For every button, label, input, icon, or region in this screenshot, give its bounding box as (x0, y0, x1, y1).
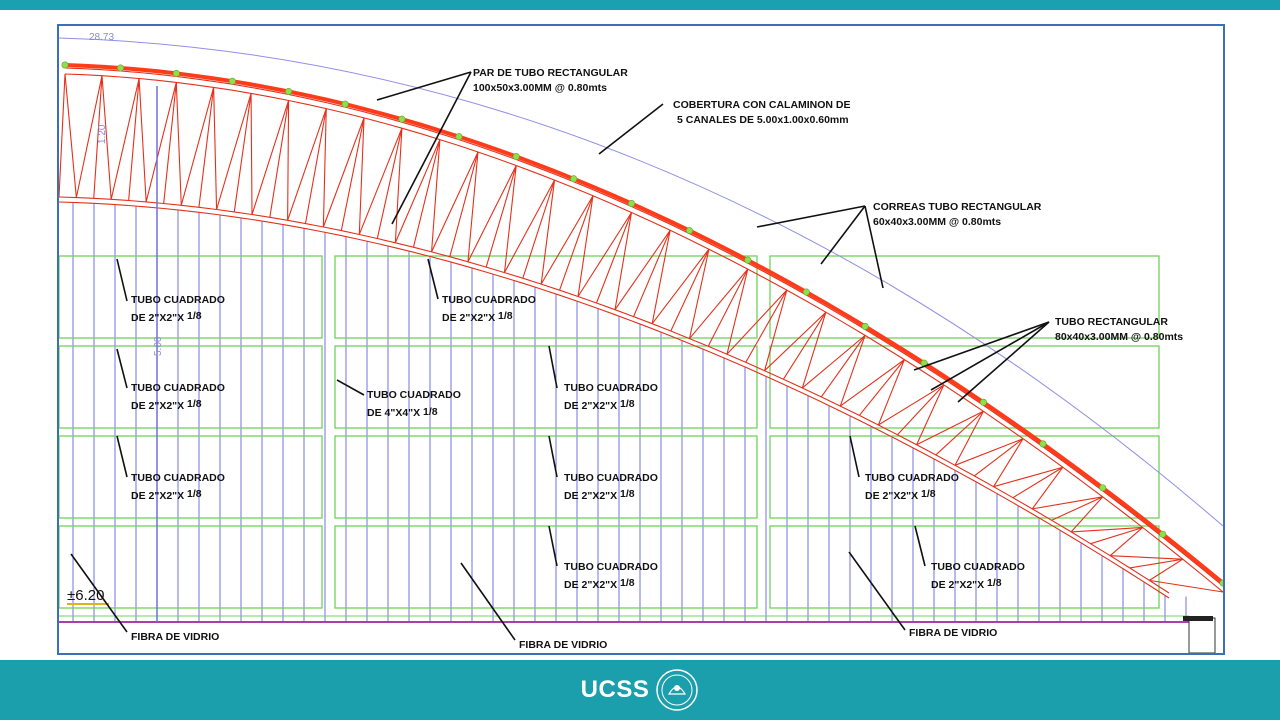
roof-cover-line (64, 63, 1223, 585)
top-band (0, 0, 1280, 10)
label-tubo-rect-2: 80x40x3.00MM @ 0.80mts (1055, 331, 1183, 343)
labels: PAR DE TUBO RECTANGULAR 100x50x3.00MM @ … (131, 67, 1183, 651)
svg-text:TUBO CUADRADO: TUBO CUADRADO (131, 472, 225, 484)
label-correas-2: 60x40x3.00MM @ 0.80mts (873, 216, 1001, 228)
label-tc-5: TUBO CUADRADO DE 2"X2"X 1/8 (564, 382, 658, 412)
footer-band: UCSS (0, 660, 1280, 720)
svg-text:1/8: 1/8 (187, 310, 202, 322)
support-cap (1183, 616, 1213, 621)
svg-text:1/8: 1/8 (423, 406, 438, 418)
ucss-logo: UCSS (581, 668, 700, 712)
svg-text:TUBO CUADRADO: TUBO CUADRADO (865, 472, 959, 484)
logo-text: UCSS (580, 676, 650, 703)
seal-icon (656, 669, 699, 711)
svg-text:DE 2"X2"X: DE 2"X2"X (564, 400, 617, 412)
svg-text:DE 2"X2"X: DE 2"X2"X (931, 579, 984, 591)
green-grid (59, 255, 1160, 609)
label-correas-1: CORREAS TUBO RECTANGULAR (873, 201, 1042, 213)
svg-text:TUBO CUADRADO: TUBO CUADRADO (564, 561, 658, 573)
svg-text:TUBO CUADRADO: TUBO CUADRADO (131, 382, 225, 394)
svg-text:1/8: 1/8 (620, 488, 635, 500)
label-par-tubo-2: 100x50x3.00MM @ 0.80mts (473, 82, 607, 94)
label-tc-8: TUBO CUADRADO DE 2"X2"X 1/8 (865, 472, 959, 502)
svg-text:DE 2"X2"X: DE 2"X2"X (564, 490, 617, 502)
outer-arc (59, 37, 1223, 527)
dim-truss-height: 1.20 (97, 124, 108, 144)
svg-text:TUBO CUADRADO: TUBO CUADRADO (131, 294, 225, 306)
label-tc-6: TUBO CUADRADO DE 2"X2"X 1/8 (131, 472, 225, 502)
blue-grid (72, 202, 1187, 622)
cad-drawing: 28.73 1.20 5.00 ±6.20 (59, 32, 1223, 653)
svg-text:1/8: 1/8 (620, 398, 635, 410)
svg-text:TUBO CUADRADO: TUBO CUADRADO (442, 294, 536, 306)
dim-level: ±6.20 (67, 587, 104, 604)
svg-text:1/8: 1/8 (498, 310, 513, 322)
dim-top-left: 28.73 (89, 32, 114, 43)
svg-text:TUBO CUADRADO: TUBO CUADRADO (931, 561, 1025, 573)
callout-lines (70, 71, 1050, 641)
label-fibra-2: FIBRA DE VIDRIO (519, 639, 607, 651)
label-tc-9: TUBO CUADRADO DE 2"X2"X 1/8 (564, 561, 658, 591)
svg-text:TUBO CUADRADO: TUBO CUADRADO (564, 382, 658, 394)
svg-text:DE 2"X2"X: DE 2"X2"X (442, 312, 495, 324)
label-tc-10: TUBO CUADRADO DE 2"X2"X 1/8 (931, 561, 1025, 591)
svg-text:DE 2"X2"X: DE 2"X2"X (564, 579, 617, 591)
purlin-dots (61, 61, 1223, 587)
svg-text:1/8: 1/8 (620, 577, 635, 589)
dim-col-height: 5.00 (153, 336, 164, 356)
svg-text:1/8: 1/8 (187, 398, 202, 410)
svg-text:DE 4"X4"X: DE 4"X4"X (367, 407, 420, 419)
drawing-frame: 28.73 1.20 5.00 ±6.20 (57, 24, 1225, 655)
label-cobertura-2: 5 CANALES DE 5.00x1.00x0.60mm (677, 114, 849, 126)
label-par-tubo-1: PAR DE TUBO RECTANGULAR (473, 67, 628, 79)
svg-text:TUBO CUADRADO: TUBO CUADRADO (367, 389, 461, 401)
label-cobertura-1: COBERTURA CON CALAMINON DE (673, 99, 851, 111)
support-block (1188, 617, 1216, 653)
svg-text:1/8: 1/8 (187, 488, 202, 500)
label-fibra-1: FIBRA DE VIDRIO (131, 631, 219, 643)
svg-text:DE 2"X2"X: DE 2"X2"X (865, 490, 918, 502)
svg-text:1/8: 1/8 (921, 488, 936, 500)
svg-text:DE 2"X2"X: DE 2"X2"X (131, 312, 184, 324)
svg-text:DE 2"X2"X: DE 2"X2"X (131, 490, 184, 502)
label-fibra-3: FIBRA DE VIDRIO (909, 627, 997, 639)
svg-text:TUBO CUADRADO: TUBO CUADRADO (564, 472, 658, 484)
label-tc-1: TUBO CUADRADO DE 2"X2"X 1/8 (131, 294, 225, 324)
label-tc-4x4: TUBO CUADRADO DE 4"X4"X 1/8 (367, 389, 461, 419)
label-tc-2: TUBO CUADRADO DE 2"X2"X 1/8 (442, 294, 536, 324)
svg-text:DE 2"X2"X: DE 2"X2"X (131, 400, 184, 412)
label-tc-7: TUBO CUADRADO DE 2"X2"X 1/8 (564, 472, 658, 502)
label-tubo-rect-1: TUBO RECTANGULAR (1055, 316, 1168, 328)
label-tc-3: TUBO CUADRADO DE 2"X2"X 1/8 (131, 382, 225, 412)
arch-truss (59, 67, 1223, 599)
svg-text:1/8: 1/8 (987, 577, 1002, 589)
